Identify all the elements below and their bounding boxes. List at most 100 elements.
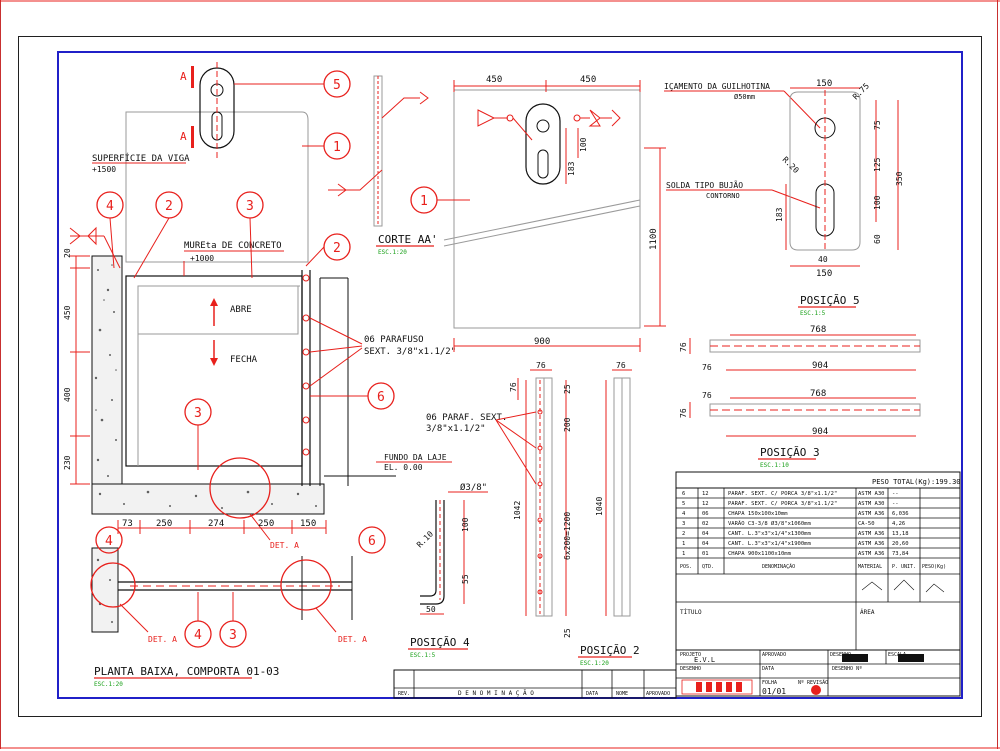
table-folha: FOLHA [762, 680, 777, 686]
table-cell: 2 [682, 531, 685, 537]
table-folha-val: 01/01 [762, 687, 786, 696]
strip-denominacao: D E N O M I N A Ç Ã O [458, 690, 534, 697]
plan-title: PLANTA BAIXA, COMPORTA 01-03 [94, 665, 279, 678]
pos5-dim-60: 60 [873, 234, 882, 244]
pos2-paraf2: 3/8"x1.1/2" [426, 424, 486, 434]
pos2-dim-200: 200 [563, 417, 572, 432]
pos5-dim-125: 125 [873, 157, 882, 172]
balloon-6: 6 [377, 390, 385, 405]
corte-dim-top-2: 450 [580, 75, 596, 85]
table-cell: 06 [702, 511, 709, 517]
table-peso: PESO TOTAL(Kg):199.30 [872, 478, 961, 486]
dim-left-3: 400 [63, 387, 72, 402]
balloon-6b: 6 [368, 534, 376, 549]
strip-data: DATA [586, 691, 598, 697]
table-cell: 04 [702, 541, 709, 547]
th-qtd: QTD. [702, 564, 714, 570]
table-cell: VARÃO C3-3/8 Ø3/8"x1060mm [728, 520, 811, 527]
table-cell: -- [892, 501, 899, 507]
corte-dim-width: 900 [534, 337, 550, 347]
table-cell: 04 [702, 531, 709, 537]
pos5-dim-r75: R.75 [851, 81, 871, 101]
pos3-b-904: 904 [812, 427, 828, 437]
table-aprovado: APROVADO [762, 652, 786, 658]
table-desenho-top: DESENHO [830, 652, 851, 658]
table-cell: PARAF. SEXT. C/ PORCA 3/8"x1.1/2" [728, 491, 837, 497]
pos5-dim-40: 40 [818, 255, 828, 264]
label-det-a-right: DET. A [338, 635, 367, 644]
label-fundo-el: EL. 0.00 [384, 463, 423, 472]
table-cell: 5 [682, 501, 685, 507]
section-mark-a2: A [180, 130, 187, 143]
table-cell: CHAPA 900x1100x10mm [728, 551, 792, 557]
pos4-scale: ESC.1:5 [410, 652, 436, 659]
pos4-dim-55: 55 [461, 574, 470, 584]
posicao-4: Ø3/8" R.10 100 55 50 POSIÇÃO 4 ESC.1:5 [408, 482, 488, 659]
balloon-4: 4 [106, 199, 114, 214]
dim-left-1: 20 [63, 248, 72, 258]
pos2-dim-76c: 76 [509, 382, 518, 392]
dim-left-2: 450 [63, 305, 72, 320]
label-parafuso: 06 PARAFUSO [364, 335, 424, 345]
pos4-r10: R.10 [415, 529, 435, 549]
balloon-3d: 3 [229, 628, 237, 643]
th-denominacao: DENOMINAÇÃO [762, 563, 795, 570]
balloon-5: 5 [333, 78, 341, 93]
pos2-dim-1040: 1040 [595, 497, 604, 516]
posicao-2: 76 76 76 25 200 1042 6x200=1200 25 1040 … [426, 361, 640, 667]
pos3-a-904: 904 [812, 361, 828, 371]
corte-scale: ESC.1:20 [378, 249, 407, 256]
table-cell: CA-50 [858, 521, 875, 527]
pos5-scale: ESC.1:5 [800, 310, 826, 317]
pos2-dim-1042: 1042 [513, 501, 522, 520]
pos2-dim-25: 25 [563, 384, 572, 394]
strip-aprovado: APROVADO [646, 691, 670, 697]
dim-bottom-5: 150 [300, 519, 316, 529]
pos3-a-76: 76 [679, 342, 688, 352]
pos5-header: IÇAMENTO DA GUILHOTINA [664, 82, 770, 91]
plan-view: A A SUPERFÍCIE DA VIGA +1500 MUREta DE C… [63, 62, 456, 550]
table-cell: PARAF. SEXT. C/ PORCA 3/8"x1.1/2" [728, 501, 837, 507]
pos3-b-768: 768 [810, 389, 826, 399]
section-mark-a: A [180, 70, 187, 83]
pos5-dim-183: 183 [775, 207, 784, 222]
table-area: ÁREA [860, 609, 875, 616]
table-cell: -- [892, 491, 899, 497]
balloon-4b: 4 [194, 628, 202, 643]
table-cell: ASTM A36 [858, 551, 885, 557]
pos5-dim-150b: 150 [816, 269, 832, 279]
pos4-phi: Ø3/8" [460, 482, 487, 493]
table-cell: 1 [682, 551, 685, 557]
th-peso: PESO(Kg) [922, 564, 946, 570]
th-punit: P. UNIT. [892, 564, 916, 570]
table-cell: ASTM A36 [858, 511, 885, 517]
table-cell: ASTM A36 [858, 541, 885, 547]
th-pos: POS. [680, 564, 692, 570]
pos3-a-76b: 76 [702, 363, 712, 372]
pos5-dim-75: 75 [873, 120, 882, 130]
table-cell: CANT. L.3"x3"x1/4"x1300mm [728, 531, 811, 537]
pos5-solda: SOLDA TIPO BUJÃO [666, 180, 743, 190]
table-cell: 01 [702, 551, 709, 557]
dim-bottom-2: 250 [156, 519, 172, 529]
label-mureta: MUREta DE CONCRETO [184, 241, 282, 251]
corte-dim-100: 100 [579, 137, 588, 152]
table-projeto-val: E.V.L [694, 656, 715, 664]
revision-strip: REV. D E N O M I N A Ç Ã O DATA NOME APR… [393, 669, 677, 699]
strip-rev: REV. [398, 691, 410, 697]
label-mureta-el: +1000 [190, 254, 214, 263]
table-escala: ESCALA [888, 652, 906, 658]
label-det-a-left: DET. A [148, 635, 177, 644]
table-cell: 73,84 [892, 551, 909, 557]
pos3-b-76b: 76 [702, 391, 712, 400]
table-cell: 12 [702, 491, 709, 497]
label-abre: ABRE [230, 305, 252, 315]
pos2-dim-76: 76 [536, 361, 546, 370]
th-material: MATERIAL [858, 564, 882, 570]
label-fundo: FUNDO DA LAJE [384, 453, 447, 462]
label-fecha: FECHA [230, 355, 258, 365]
balloon-1: 1 [333, 140, 341, 155]
